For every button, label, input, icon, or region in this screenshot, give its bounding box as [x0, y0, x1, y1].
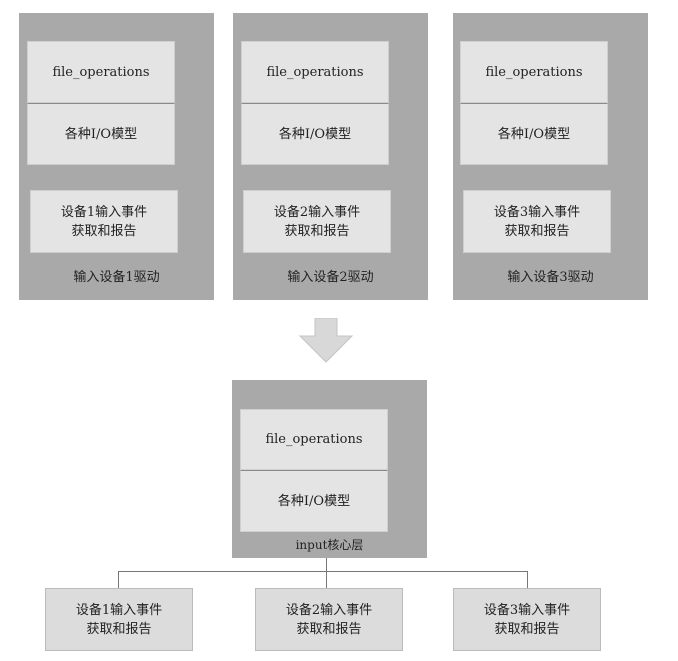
driver-label: 输入设备2驱动	[287, 270, 374, 285]
driver-label: 输入设备3驱动	[507, 270, 594, 285]
file-operations-box: file_operations	[460, 41, 608, 103]
event-box: 设备3输入事件获取和报告	[463, 190, 611, 253]
io-text: 各种I/O模型	[64, 126, 138, 142]
event-line2: 获取和报告	[284, 223, 350, 239]
event-line2: 获取和报告	[296, 621, 362, 637]
file-operations-box: file_operations	[27, 41, 175, 103]
connector-right	[527, 571, 528, 588]
device-2-event-box: 设备2输入事件获取和报告	[255, 588, 403, 651]
device-1-event-box: 设备1输入事件获取和报告	[45, 588, 193, 651]
core-label: input核心层	[295, 538, 364, 552]
event-line2: 获取和报告	[86, 621, 152, 637]
fops-text: file_operations	[265, 432, 363, 447]
down-arrow-icon	[298, 318, 354, 363]
event-line2: 获取和报告	[494, 621, 560, 637]
device-3-event-box: 设备3输入事件获取和报告	[453, 588, 601, 651]
driver-1-box: file_operations 各种I/O模型 设备1输入事件获取和报告 输入设…	[19, 13, 214, 300]
io-text: 各种I/O模型	[277, 493, 351, 509]
input-core-box: file_operations 各种I/O模型 input核心层	[232, 380, 427, 558]
fops-text: file_operations	[266, 64, 364, 80]
event-line2: 获取和报告	[504, 223, 570, 239]
io-text: 各种I/O模型	[497, 126, 571, 142]
connector-horizontal	[118, 571, 528, 572]
connector-left	[118, 571, 119, 588]
driver-3-box: file_operations 各种I/O模型 设备3输入事件获取和报告 输入设…	[453, 13, 648, 300]
io-model-box: 各种I/O模型	[241, 103, 389, 165]
io-model-box: 各种I/O模型	[27, 103, 175, 165]
event-line1: 设备3输入事件	[493, 204, 581, 220]
event-line1: 设备2输入事件	[273, 204, 361, 220]
io-text: 各种I/O模型	[278, 126, 352, 142]
event-line1: 设备3输入事件	[483, 602, 571, 618]
event-line1: 设备1输入事件	[75, 602, 163, 618]
io-model-box: 各种I/O模型	[240, 470, 388, 532]
event-line1: 设备1输入事件	[60, 204, 148, 220]
event-line2: 获取和报告	[71, 223, 137, 239]
io-model-box: 各种I/O模型	[460, 103, 608, 165]
event-box: 设备2输入事件获取和报告	[243, 190, 391, 253]
file-operations-box: file_operations	[241, 41, 389, 103]
file-operations-box: file_operations	[240, 409, 388, 470]
event-box: 设备1输入事件获取和报告	[30, 190, 178, 253]
driver-2-box: file_operations 各种I/O模型 设备2输入事件获取和报告 输入设…	[233, 13, 428, 300]
fops-text: file_operations	[52, 64, 150, 80]
driver-label: 输入设备1驱动	[73, 270, 160, 285]
fops-text: file_operations	[485, 64, 583, 80]
connector-vertical	[326, 558, 327, 588]
event-line1: 设备2输入事件	[285, 602, 373, 618]
